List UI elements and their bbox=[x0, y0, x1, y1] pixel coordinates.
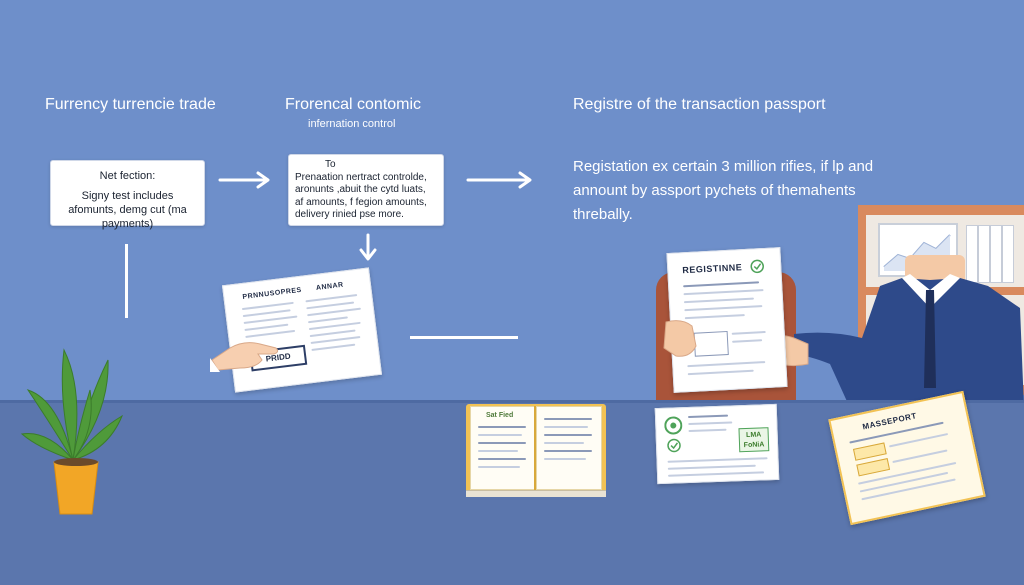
form-badge-line2: FoNiA bbox=[743, 441, 765, 450]
step3-description: Registation ex certain 3 million rifies,… bbox=[573, 158, 874, 223]
step1-box: Net fection: Signy test includes afomunt… bbox=[50, 160, 205, 230]
step2-box-line-3: aronunts ,abuit the cytd luats, bbox=[295, 184, 426, 195]
desk-edge bbox=[0, 400, 1024, 403]
step2-box-line-4: af amounts, f fegion amounts, bbox=[295, 196, 427, 208]
connector-line-vertical bbox=[125, 244, 128, 318]
hand-icon bbox=[210, 342, 279, 372]
step2-box-line-5: delivery rinied pse more. bbox=[295, 209, 404, 220]
registry-doc-title: REGISTINNE bbox=[682, 262, 743, 276]
checkmark-icon bbox=[667, 438, 681, 453]
step2-subtitle: infernation control bbox=[308, 118, 396, 130]
form-document: LMA FoNiA bbox=[654, 403, 780, 485]
step2-box-line-1: To bbox=[325, 159, 336, 170]
form-badge: LMA FoNiA bbox=[738, 427, 770, 453]
book-title: Sat Fied bbox=[486, 412, 514, 419]
arrow-right-icon bbox=[466, 171, 532, 189]
person-suit bbox=[794, 274, 1024, 408]
step1-box-text: Signy test includes afomunts, demg cut (… bbox=[68, 190, 187, 230]
step2-title: Frorencal contomic bbox=[285, 96, 422, 113]
connector-line-horizontal bbox=[410, 336, 518, 339]
step3-title: Registre of the transaction passport bbox=[573, 96, 826, 113]
held-doc-header2: ANNAR bbox=[315, 281, 345, 292]
step2-box: To Prenaation nertract controlde, aronun… bbox=[288, 154, 444, 226]
plant-icon bbox=[20, 348, 124, 515]
seal-icon bbox=[664, 416, 683, 435]
open-book: Sat Fied bbox=[466, 404, 606, 497]
hand-icon bbox=[663, 320, 697, 357]
arrow-down-icon bbox=[359, 233, 377, 261]
checkmark-icon bbox=[750, 259, 764, 274]
step1-title: Furrency turrencie trade bbox=[45, 96, 216, 113]
step1-box-title: Net fection: bbox=[99, 170, 156, 182]
registry-document: REGISTINNE bbox=[666, 247, 788, 393]
step2-box-line-2: Prenaation nertract controlde, bbox=[295, 171, 427, 183]
held-doc-header: PRNNUSOPRES bbox=[242, 286, 303, 301]
arrow-right-icon bbox=[218, 171, 270, 189]
